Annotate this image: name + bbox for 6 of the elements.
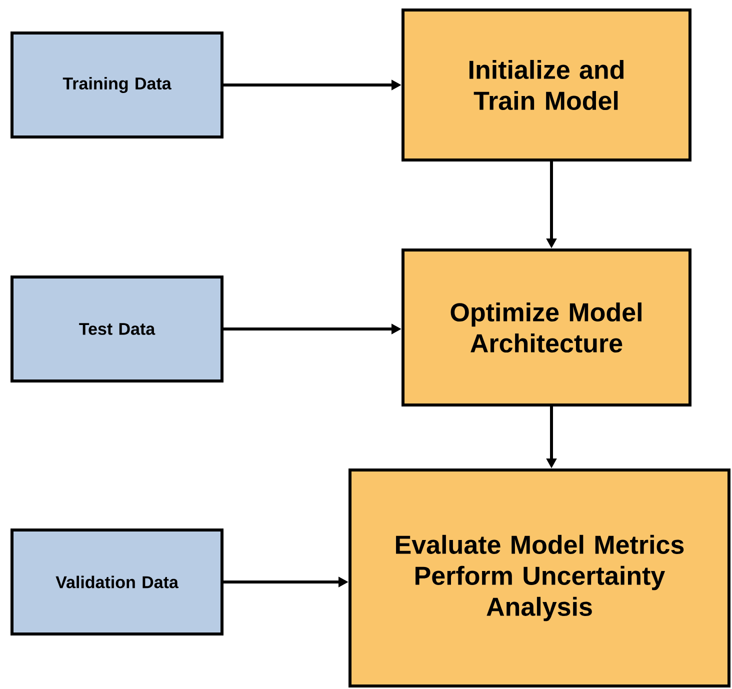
data-box: Training Data [10, 32, 224, 138]
process-box: Initialize and Train Model [402, 8, 692, 162]
process-box: Evaluate Model Metrics Perform Uncertainty Analysis [348, 468, 730, 688]
process-box: Optimize Model Architecture [402, 248, 692, 406]
data-box: Validation Data [10, 528, 224, 636]
data-box: Test Data [10, 276, 224, 382]
